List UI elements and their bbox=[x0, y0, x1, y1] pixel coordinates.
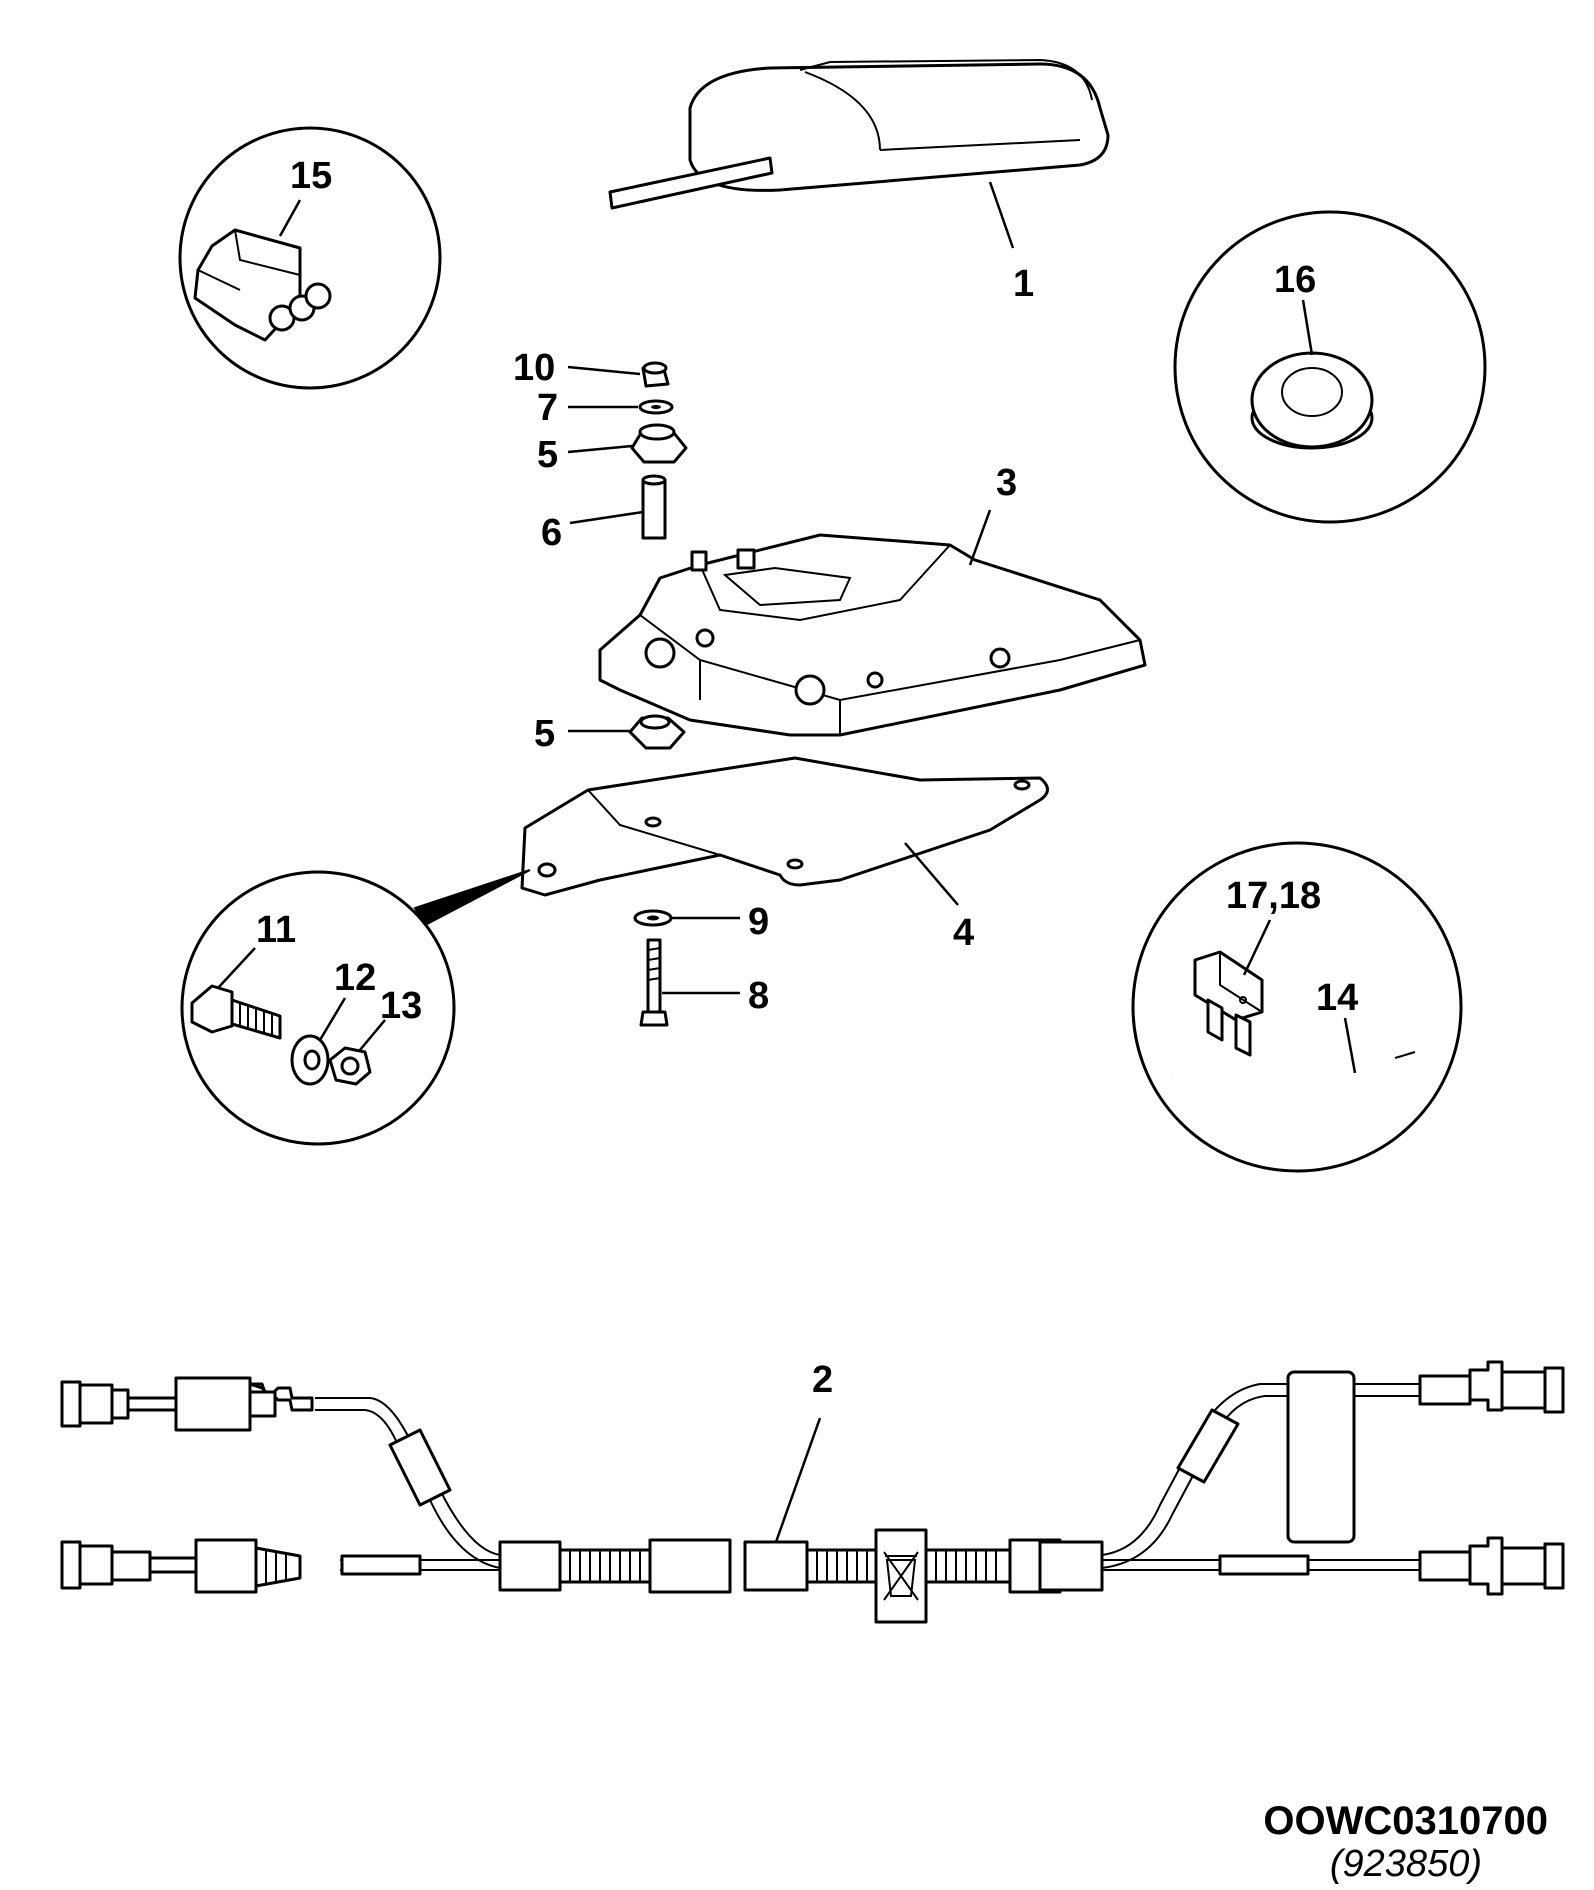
callout-2: 2 bbox=[812, 1359, 833, 1401]
washer-12 bbox=[290, 1034, 330, 1086]
callout-5-upper: 5 bbox=[537, 434, 558, 476]
callout-11: 11 bbox=[256, 909, 296, 951]
bolt-11 bbox=[190, 984, 282, 1040]
control-module-icon bbox=[598, 533, 1147, 737]
callout-9: 9 bbox=[748, 901, 769, 943]
nut-13 bbox=[328, 1046, 372, 1086]
wire-14 bbox=[1171, 1051, 1416, 1101]
callout-14: 14 bbox=[1316, 977, 1358, 1019]
callout-12: 12 bbox=[334, 957, 376, 999]
callout-16: 16 bbox=[1274, 259, 1316, 301]
bolt-8 bbox=[639, 938, 669, 1027]
connector-icon bbox=[193, 228, 332, 342]
mounting-bracket-icon bbox=[520, 756, 1049, 897]
callout-15: 15 bbox=[290, 155, 332, 197]
callout-4: 4 bbox=[953, 912, 974, 954]
callout-8: 8 bbox=[748, 975, 769, 1017]
drawing-code: OOWC0310700 bbox=[1263, 1799, 1548, 1843]
callout-1: 1 bbox=[1013, 263, 1034, 305]
spacer-6 bbox=[641, 474, 667, 540]
callout-3: 3 bbox=[996, 462, 1017, 504]
callout-7: 7 bbox=[537, 387, 558, 429]
nut-10 bbox=[641, 361, 670, 388]
callout-5-lower: 5 bbox=[534, 713, 555, 755]
callout-10: 10 bbox=[513, 347, 555, 389]
crossed-bin-icon bbox=[883, 1551, 919, 1601]
bushing-5-lower bbox=[628, 714, 686, 750]
bushing-5-upper bbox=[630, 423, 688, 464]
callout-17-18: 17,18 bbox=[1226, 875, 1321, 917]
connector-detail bbox=[178, 126, 442, 390]
washer-9 bbox=[633, 909, 673, 927]
washer-7 bbox=[638, 399, 674, 415]
fuse-detail bbox=[1131, 841, 1463, 1173]
drawing-subcode: (923850) bbox=[1330, 1843, 1482, 1885]
callout-13: 13 bbox=[380, 985, 422, 1027]
grommet-detail bbox=[1173, 210, 1487, 524]
fuse-icon bbox=[1193, 950, 1264, 1057]
wiring-harness-icon bbox=[60, 1360, 1565, 1624]
grommet-icon bbox=[1250, 351, 1374, 450]
callout-6: 6 bbox=[541, 512, 562, 554]
antenna-unit bbox=[608, 58, 1110, 249]
detail-leader-band bbox=[413, 869, 531, 927]
fastener-detail bbox=[180, 870, 456, 1146]
